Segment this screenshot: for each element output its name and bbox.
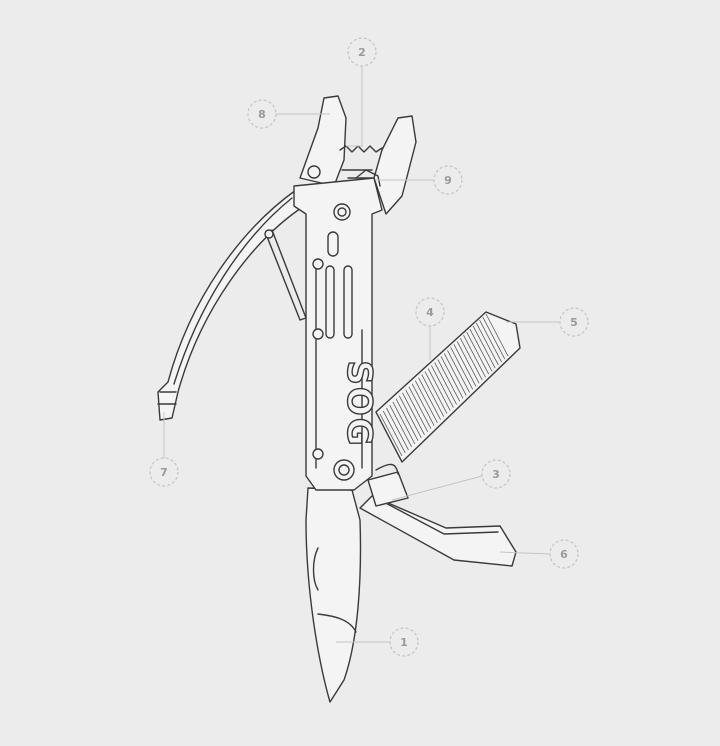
callout-7: 7 — [149, 412, 179, 487]
file-hatch-line — [453, 344, 477, 387]
file-hatch-line — [443, 353, 467, 396]
file-hatch-line — [382, 410, 406, 454]
bit-driver-arm — [157, 189, 307, 421]
callout-ring — [433, 165, 463, 195]
tool-handle: SOG — [293, 165, 383, 491]
callout-5: 5 — [506, 307, 589, 337]
callout-number: 1 — [400, 636, 408, 649]
file-hatch-line — [405, 389, 429, 432]
file-hatch-line — [389, 404, 412, 448]
file-hatch-line — [402, 392, 425, 435]
file-hatch-line — [418, 377, 441, 420]
callout-group: 1 2 3 4 5 6 7 8 9 — [149, 37, 589, 657]
callout-number: 7 — [160, 466, 168, 479]
callout-ring — [549, 539, 579, 569]
file-hatch-line — [482, 316, 506, 360]
file-hatch-line — [427, 368, 451, 411]
callout-number: 2 — [358, 46, 366, 59]
file-hatch-line — [440, 356, 464, 399]
callout-number: 5 — [570, 316, 578, 329]
callout-ring — [247, 99, 277, 129]
callout-number: 3 — [492, 468, 500, 481]
file-hatch-line — [479, 319, 502, 363]
brand-logo: SOG — [339, 360, 379, 447]
file-hatch-line — [392, 401, 416, 445]
file-hatch-line — [421, 374, 445, 417]
callout-ring — [149, 457, 179, 487]
file-hatch-line — [469, 328, 493, 372]
file-hatch-line — [466, 331, 490, 375]
main-blade — [305, 487, 362, 703]
pliers-jaws — [299, 95, 417, 215]
file-hatch-line — [431, 365, 454, 408]
file-hatch-line — [463, 335, 486, 378]
file-hatch-line — [395, 398, 419, 442]
callout-number: 9 — [444, 174, 452, 187]
screwdriver-arm — [359, 495, 517, 567]
file-hatch-line — [386, 407, 409, 451]
file-hatch-line — [472, 325, 496, 369]
callout-number: 8 — [258, 108, 266, 121]
callout-9: 9 — [376, 165, 463, 195]
file-hatch-line — [485, 313, 509, 357]
file-tool — [375, 311, 521, 463]
callout-ring — [481, 459, 511, 489]
callout-ring — [347, 37, 377, 67]
file-hatch-line — [411, 383, 435, 426]
file-hatch-line — [434, 362, 457, 405]
callout-leader-line — [391, 475, 483, 501]
callout-2: 2 — [346, 37, 377, 147]
file-hatch-line — [450, 347, 474, 390]
file-hatch-line — [476, 322, 499, 366]
file-hatch-line — [414, 380, 438, 423]
file-hatch-line — [437, 359, 461, 402]
file-hatch-line — [424, 371, 448, 414]
small-blade — [367, 463, 409, 507]
callout-ring — [415, 297, 445, 327]
callout-6: 6 — [499, 539, 579, 569]
callout-1: 1 — [336, 627, 419, 657]
callout-leader-line — [346, 66, 363, 147]
callout-number: 4 — [426, 306, 434, 319]
callout-number: 6 — [560, 548, 568, 561]
callout-leader-line — [499, 551, 551, 555]
callout-ring — [389, 627, 419, 657]
callout-ring — [559, 307, 589, 337]
callout-8: 8 — [247, 99, 330, 129]
file-hatch-line — [379, 413, 403, 457]
callout-4: 4 — [415, 297, 445, 360]
file-hatch-line — [456, 341, 480, 384]
file-hatch-line — [447, 350, 470, 393]
file-hatch-line — [408, 386, 432, 429]
callout-3: 3 — [391, 459, 511, 501]
file-hatch-line — [459, 338, 483, 381]
file-hatch-line — [398, 395, 422, 439]
